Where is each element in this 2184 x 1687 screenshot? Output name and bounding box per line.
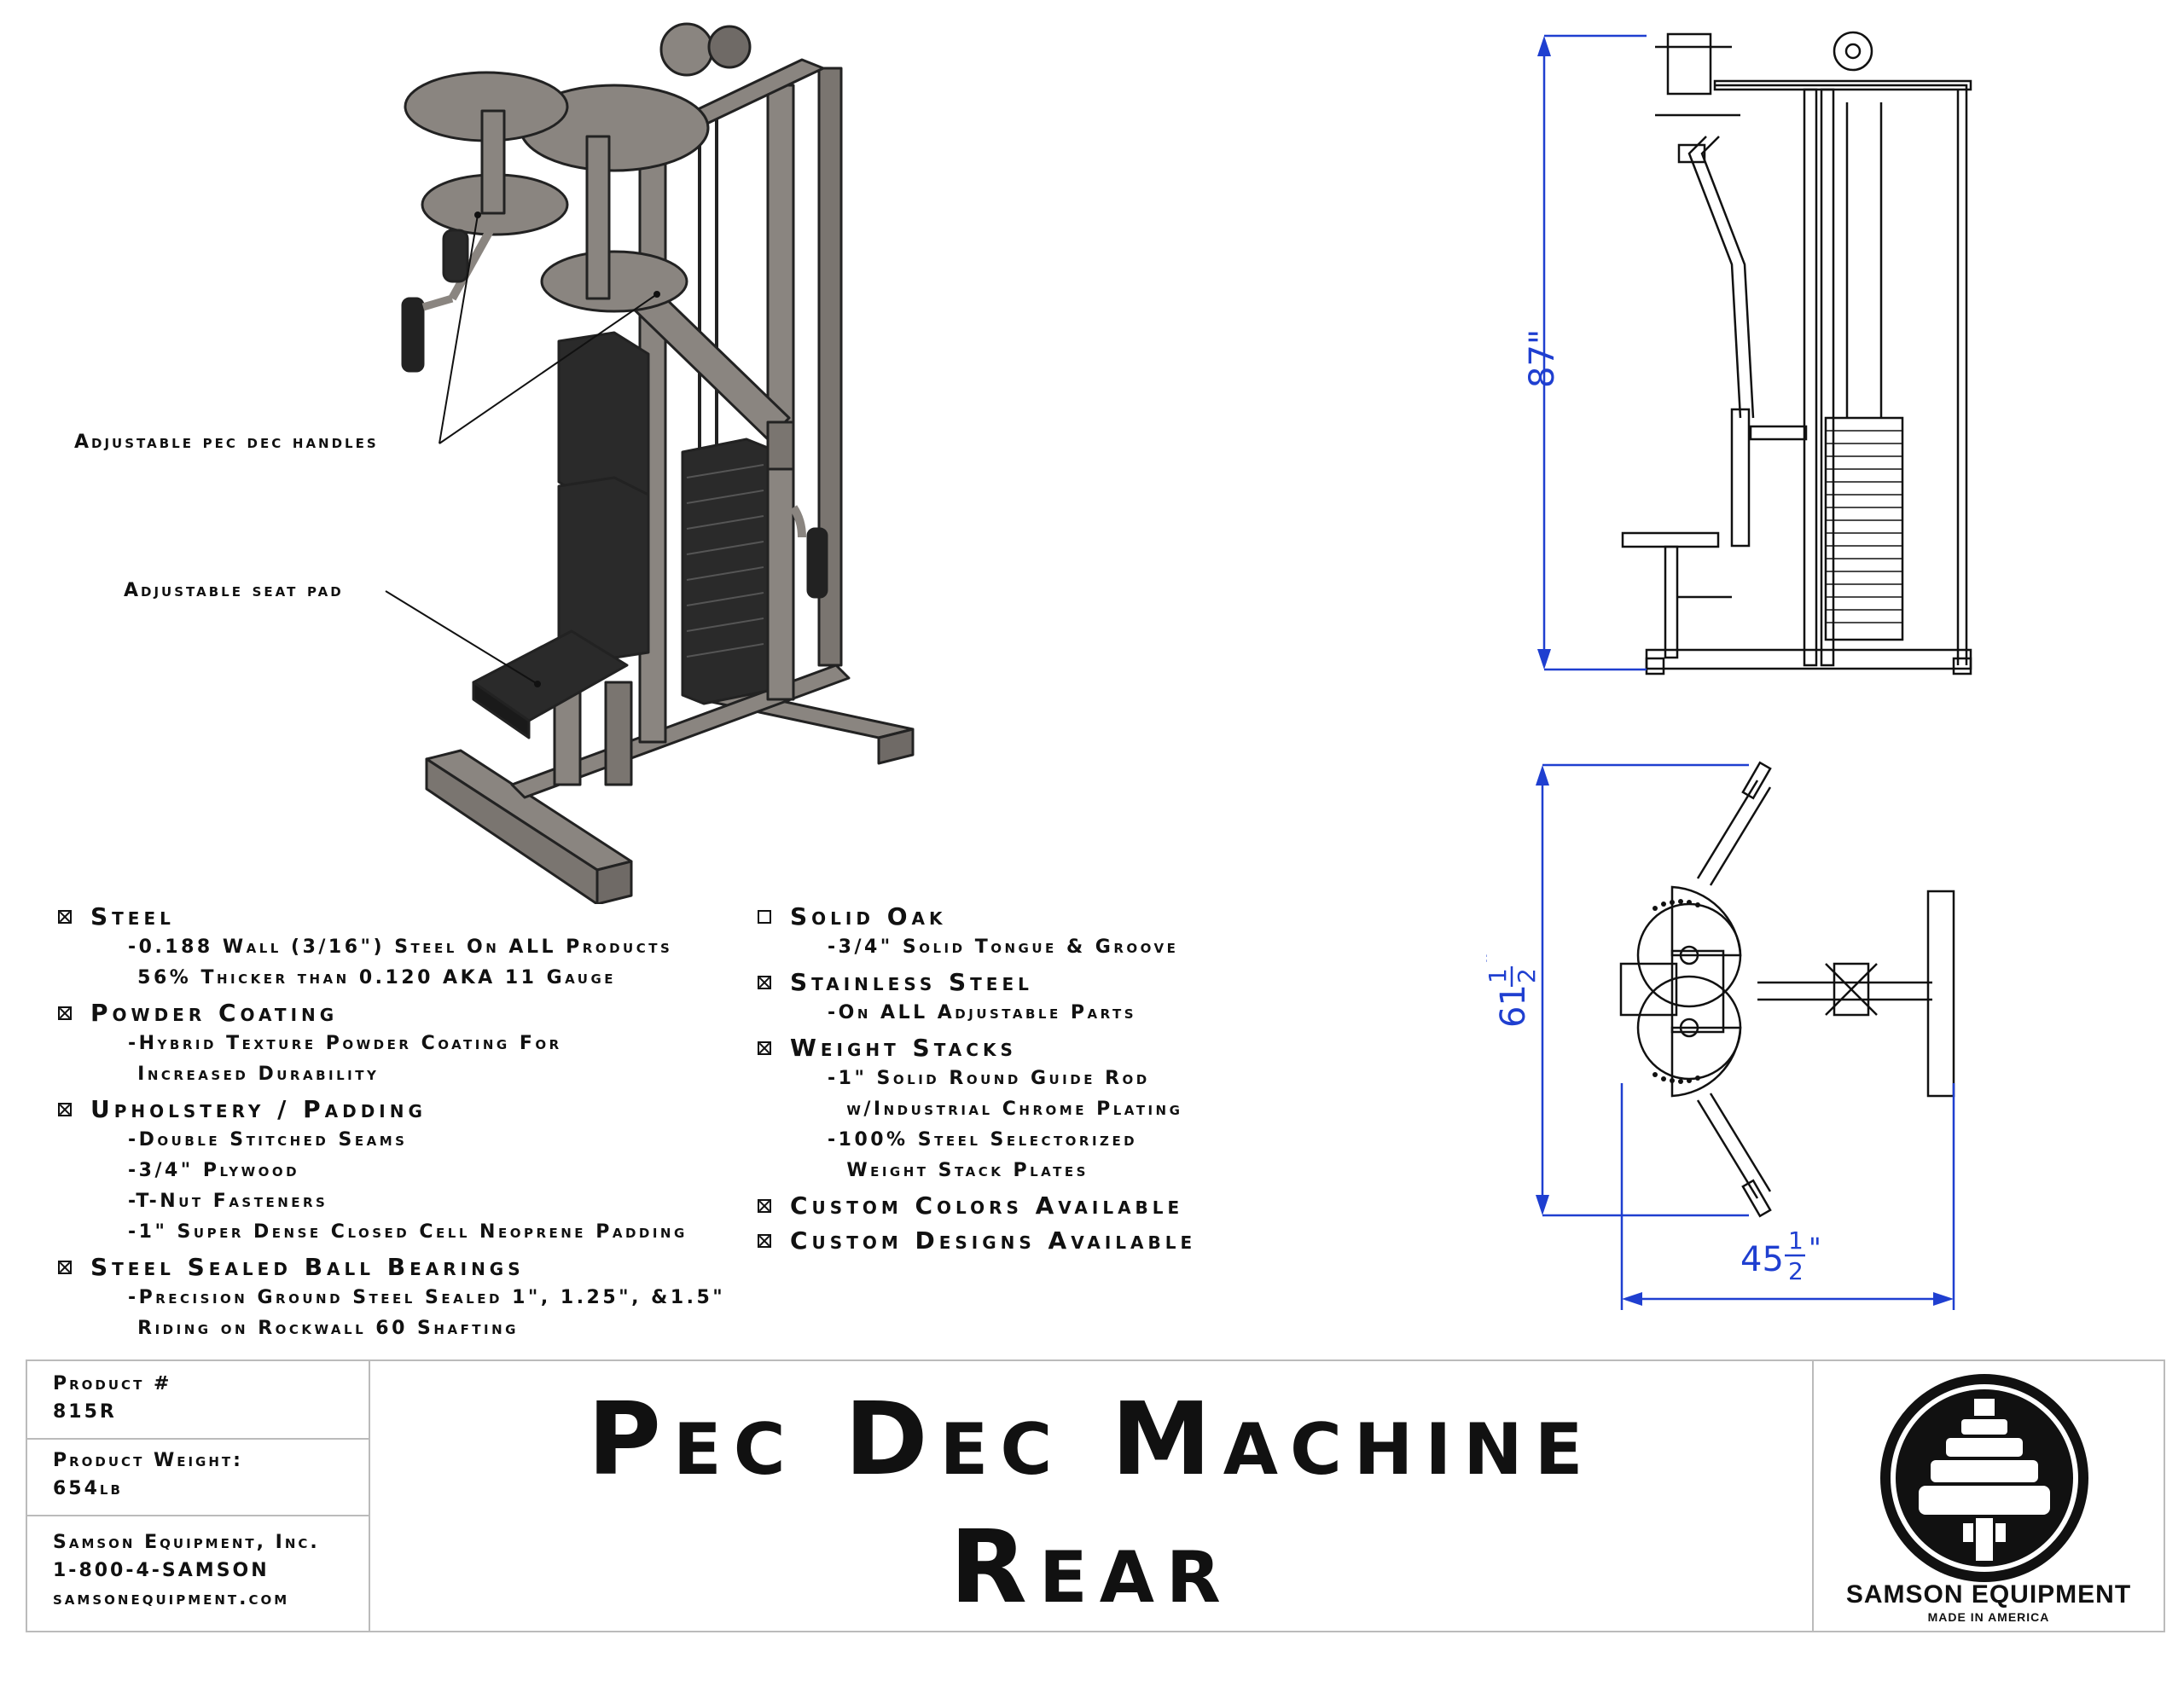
checkbox-empty-icon [758,909,771,924]
callout-seat-pad: Adjustable seat pad [124,580,344,601]
dimension-height-label-wrap: 87" [1515,286,1566,388]
spec-group: Stainless Steel -On ALL Adjustable Parts [758,966,1196,1029]
spec-title: Weight Stacks [790,1034,1017,1062]
company-cell: Samson Equipment, Inc. 1-800-4-SAMSON sa… [27,1516,369,1632]
spec-title: Steel [90,902,175,930]
dimension-width-inch: " [1809,1232,1821,1264]
company-website: samsonequipment.com [53,1588,290,1609]
spec-line: -1" Super Dense Closed Cell Neoprene Pad… [128,1221,688,1243]
spec-group: Solid Oak -3/4" Solid Tongue & Groove [758,901,1196,963]
samson-logo-icon [1880,1374,2088,1582]
product-number-label: Product # [53,1373,172,1394]
product-number-cell: Product # 815R [27,1361,369,1440]
top-plan-view [1619,761,1955,1218]
spec-title: Solid Oak [790,902,947,930]
page-title-line1: Pec Dec Machine [587,1380,1595,1498]
logo-area: SAMSON EQUIPMENT MADE IN AMERICA [1812,1361,2164,1631]
dimension-depth-inch: " [1486,952,1506,965]
spec-title: Custom Designs Available [790,1226,1197,1255]
company-name: Samson Equipment, Inc. [53,1532,320,1553]
spec-line: -100% Steel Selectorized [828,1129,1138,1151]
title-block: Product # 815R Product Weight: 654lb Sam… [26,1359,2165,1632]
dimension-width [1620,1083,1955,1310]
product-weight-value: 654lb [53,1478,123,1499]
spec-title: Powder Coating [90,999,339,1027]
dimension-width-frac-den: 2 [1788,1257,1804,1285]
spec-line: -Hybrid Texture Powder Coating For [128,1033,562,1054]
spec-line: Riding on Rockwall 60 Shafting [128,1318,519,1339]
checkbox-icon [58,1102,72,1116]
dimension-width-label-wrap: 45 1 2 " [1740,1220,1843,1288]
spec-title: Upholstery / Padding [90,1095,427,1123]
spec-line: Weight Stack Plates [828,1160,1089,1181]
checkbox-icon [58,909,72,924]
spec-line: -3/4" Solid Tongue & Groove [828,936,1179,958]
dimension-depth-label-wrap: 61 1 2 " [1473,938,1554,1032]
checkbox-icon [758,1041,771,1055]
spec-title: Stainless Steel [790,968,1033,996]
spec-group: Upholstery / Padding -Double Stitched Se… [58,1093,725,1248]
checkbox-icon [758,975,771,989]
dimension-width-frac-num: 1 [1788,1226,1804,1255]
product-weight-label: Product Weight: [53,1450,243,1471]
spec-title: Steel Sealed Ball Bearings [90,1253,525,1281]
spec-list-right: Solid Oak -3/4" Solid Tongue & Groove St… [758,897,1196,1256]
spec-line: -3/4" Plywood [128,1160,300,1181]
spec-line: -1" Solid Round Guide Rod [828,1068,1150,1089]
spec-group: Steel Sealed Ball Bearings -Precision Gr… [58,1251,725,1344]
spec-line: -On ALL Adjustable Parts [828,1002,1137,1023]
checkbox-icon [758,1233,771,1248]
product-number-value: 815R [53,1401,117,1423]
dimension-depth-frac-den: 2 [1513,968,1541,983]
spec-group: Steel -0.188 Wall (3/16") Steel On ALL P… [58,901,725,994]
dimension-width-label: 45 [1740,1240,1784,1279]
spec-group: Custom Colors Available [758,1190,1196,1221]
page-title-line2: Rear [950,1508,1233,1626]
dimension-height [1537,34,1647,671]
spec-line: -T-Nut Fasteners [128,1191,328,1212]
checkbox-icon [58,1006,72,1020]
spec-group: Weight Stacks -1" Solid Round Guide Rod … [758,1032,1196,1186]
machine-isometric-view [401,22,915,904]
dimension-depth-frac-num: 1 [1486,968,1512,983]
spec-line: -0.188 Wall (3/16") Steel On ALL Product… [128,936,673,958]
spec-title: Custom Colors Available [790,1191,1184,1220]
checkbox-icon [58,1260,72,1274]
side-elevation-view [1621,31,1972,675]
spec-line: Increased Durability [128,1064,380,1085]
dimension-height-label: 87" [1523,329,1562,388]
spec-line: -Double Stitched Seams [128,1129,408,1151]
dimension-depth [1536,763,1749,1217]
title-block-info: Product # 815R Product Weight: 654lb Sam… [27,1361,370,1631]
checkbox-icon [758,1198,771,1213]
logo-tagline: MADE IN AMERICA [1927,1610,2050,1624]
spec-group: Custom Designs Available [758,1225,1196,1256]
spec-line: w/Industrial Chrome Plating [828,1099,1183,1120]
spec-line: 56% Thicker than 0.120 AKA 11 Gauge [128,967,617,988]
product-weight-cell: Product Weight: 654lb [27,1440,369,1516]
spec-list-left: Steel -0.188 Wall (3/16") Steel On ALL P… [58,897,725,1344]
dimension-depth-label: 61 [1494,984,1533,1028]
callout-handles: Adjustable pec dec handles [74,432,379,453]
company-phone: 1-800-4-SAMSON [53,1560,270,1581]
spec-group: Powder Coating -Hybrid Texture Powder Co… [58,997,725,1090]
logo-name: SAMSON EQUIPMENT [1845,1580,2132,1609]
spec-line: -Precision Ground Steel Sealed 1", 1.25"… [128,1287,726,1308]
